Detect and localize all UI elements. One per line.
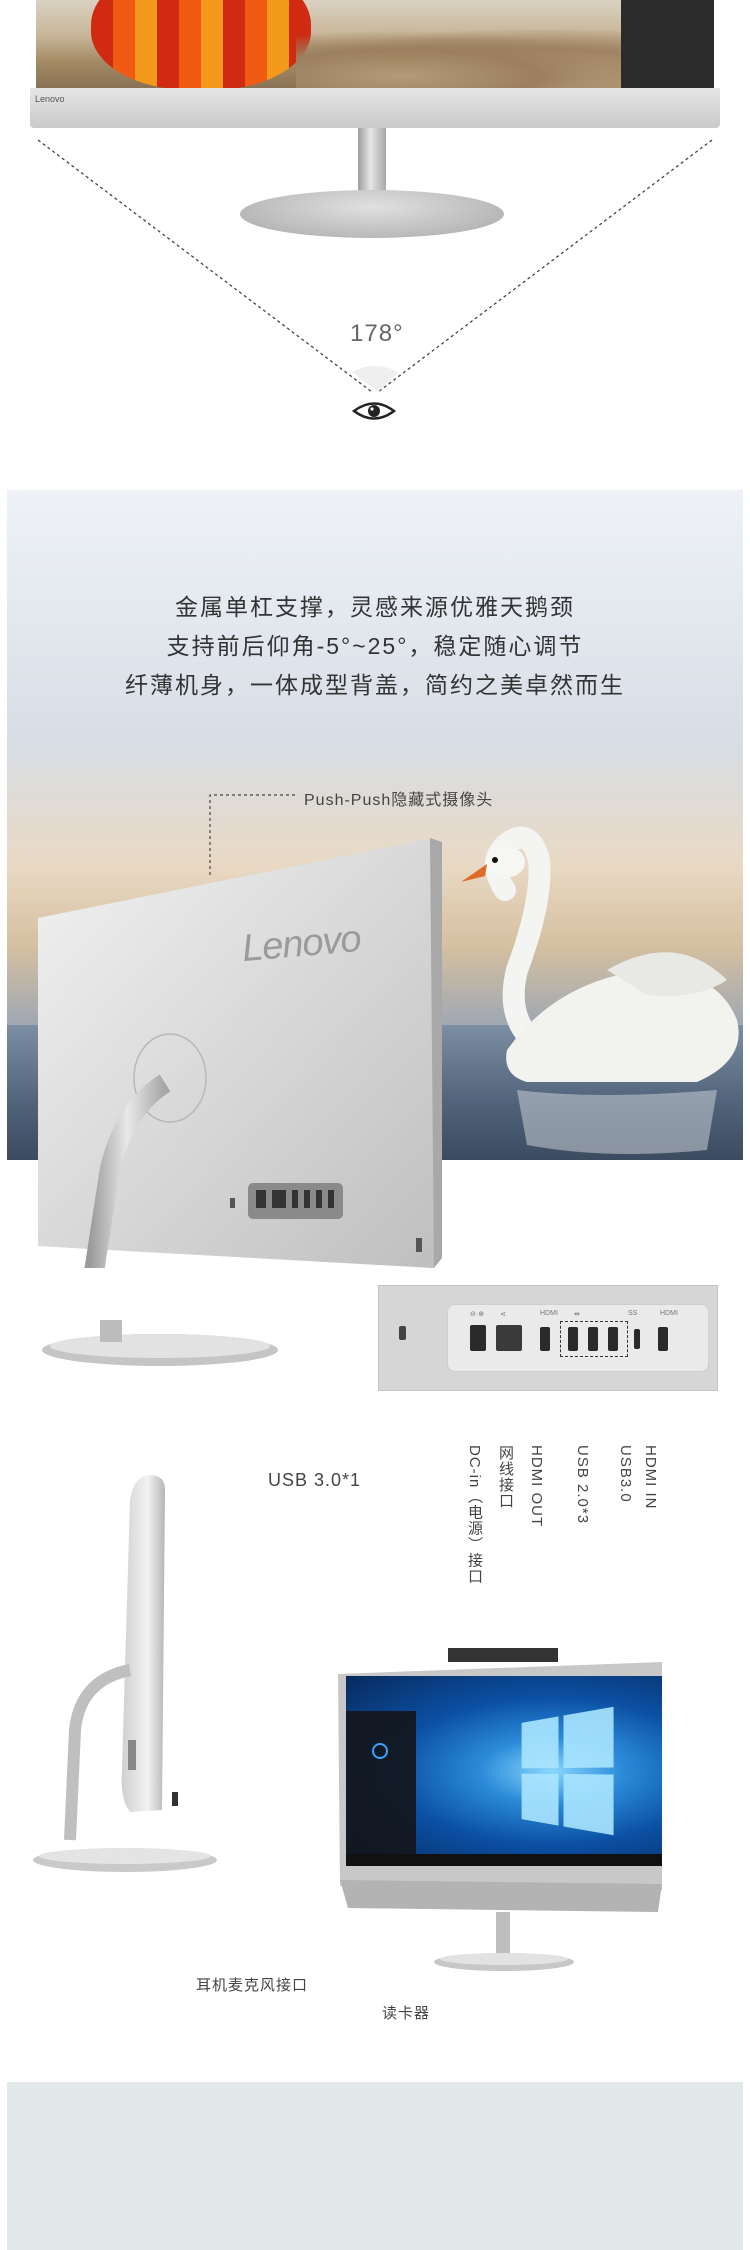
hot-air-balloon — [91, 0, 311, 88]
back-monitor: Lenovo — [30, 838, 442, 1268]
usb2-group-outline — [560, 1321, 628, 1357]
headline-line-2: 支持前后仰角-5°~25°，稳定随心调节 — [166, 633, 584, 659]
usb3-c-port — [634, 1329, 640, 1349]
headline-line-1: 金属单杠支撑，灵感来源优雅天鹅颈 — [175, 594, 575, 620]
viewing-angle-section: Lenovo 178° — [0, 0, 750, 490]
cortana-icon — [372, 1743, 388, 1759]
windows-logo-icon — [521, 1706, 614, 1836]
lock-slot — [399, 1326, 406, 1340]
back-stand-base — [42, 1320, 278, 1366]
dc-in-port — [470, 1325, 486, 1351]
viewing-angle-lines — [37, 139, 713, 393]
port-label-hdmi-in: HDMI IN — [642, 1445, 659, 1510]
port-label-usb3: USB3.0 — [617, 1445, 634, 1503]
eye-icon — [351, 402, 397, 420]
usb3-callout: USB 3.0*1 — [268, 1470, 362, 1490]
swan-image — [461, 826, 739, 1154]
start-menu — [346, 1711, 416, 1866]
front-all-in-one — [318, 1640, 668, 1980]
port-cap-usb: ⇹ — [574, 1311, 580, 1318]
windows-desktop — [346, 1676, 662, 1866]
bottom-band — [7, 2082, 743, 2250]
taskbar — [346, 1854, 662, 1866]
stand-neck — [358, 128, 386, 198]
front-monitor: Lenovo — [30, 0, 720, 128]
port-cap-hdmi-out: HDMI — [540, 1310, 558, 1317]
card-reader-label: 读卡器 — [382, 2005, 431, 2022]
ports-detail-box: ⊖·⊕ ⋖ HDMI ⇹ SS HDMI — [378, 1285, 718, 1391]
camera-callout: Push-Push隐藏式摄像头 — [304, 792, 494, 809]
stand-base — [240, 190, 504, 238]
usb2-port-2 — [588, 1327, 598, 1351]
port-cap-lan: ⋖ — [500, 1311, 506, 1318]
usb2-port-1 — [568, 1327, 578, 1351]
monitor-bezel: Lenovo — [30, 88, 720, 128]
port-label-lan: 网线接口 — [497, 1445, 514, 1509]
hdmi-out-port — [540, 1327, 550, 1351]
port-cap-hdmi-in: HDMI — [660, 1310, 678, 1317]
rock-landscape — [296, 30, 646, 88]
usb2-port-3 — [608, 1327, 618, 1351]
bezel-logo: Lenovo — [35, 94, 65, 104]
port-label-hdmi-out: HDMI OUT — [528, 1445, 545, 1528]
angle-label: 178° — [350, 320, 404, 347]
port-cap-dc: ⊖·⊕ — [470, 1311, 485, 1318]
headline-line-3: 纤薄机身，一体成型背盖，简约之美卓然而生 — [125, 672, 625, 698]
port-label-dc-in: DC-in（电源）接口 — [466, 1445, 483, 1585]
ports-panel: ⊖·⊕ ⋖ HDMI ⇹ SS HDMI — [447, 1304, 709, 1372]
port-cap-usb3: SS — [628, 1310, 638, 1317]
screen-wallpaper — [36, 0, 714, 88]
earphone-mic-label: 耳机麦克风接口 — [196, 1977, 309, 1994]
screen-dark-area — [621, 0, 714, 88]
lan-port — [496, 1325, 522, 1351]
hdmi-in-port — [658, 1327, 668, 1351]
port-label-usb2: USB 2.0*3 — [574, 1445, 591, 1525]
back-panel — [38, 838, 442, 1268]
side-view-monitor — [33, 1475, 217, 1872]
